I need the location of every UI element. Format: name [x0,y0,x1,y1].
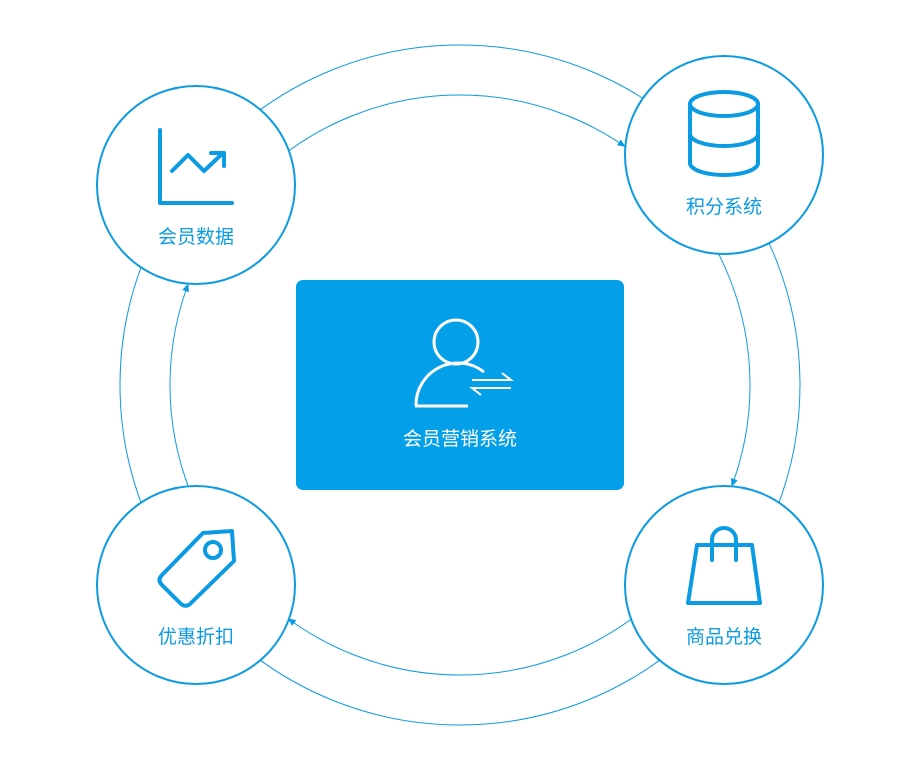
price-tag-icon [157,529,236,608]
node-label-points: 积分系统 [685,196,762,218]
node-circle-exchange [624,485,824,685]
shopping-bag-icon [686,526,762,605]
user-exchange-icon [414,318,514,408]
flow-arrow-icon [182,283,189,293]
node-label-exchange: 商品兑换 [685,626,762,648]
database-icon [688,90,760,177]
center-label: 会员营销系统 [402,428,517,450]
center-box: 会员营销系统 [296,280,624,490]
flow-arrow-icon [287,618,297,626]
line-chart-icon [158,128,234,205]
node-circle-member-data [96,85,296,285]
node-circle-points [624,55,824,255]
node-label-discount: 优惠折扣 [157,626,234,648]
node-label-member-data: 会员数据 [157,226,234,248]
flow-arrow-icon [731,478,738,487]
node-circle-discount [96,485,296,685]
inner-ring [169,94,751,676]
outer-ring [119,44,801,726]
flow-arrow-icon [616,139,626,147]
